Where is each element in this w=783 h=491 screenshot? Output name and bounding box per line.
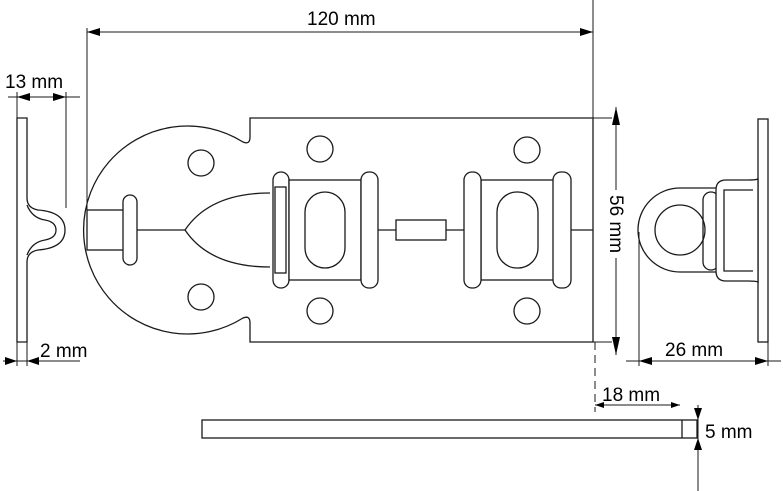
side-profile-view: [3, 92, 80, 366]
dimension-length: 120 mm: [307, 9, 376, 30]
dimension-side-depth: 13 mm: [5, 72, 63, 93]
bolt-side-view: [201, 342, 702, 491]
dimension-bolt-projection: 18 mm: [602, 385, 660, 406]
dimension-height: 56 mm: [605, 195, 626, 253]
dimension-keeper-depth: 26 mm: [665, 340, 723, 361]
keeper-view: [626, 118, 781, 366]
dimension-bolt-thickness: 5 mm: [705, 422, 753, 443]
bolt-front-view: [83, 117, 594, 343]
dimension-height-line: [593, 107, 620, 355]
dimension-thickness: 2 mm: [40, 341, 88, 362]
dimension-length-line: [86, 0, 594, 210]
